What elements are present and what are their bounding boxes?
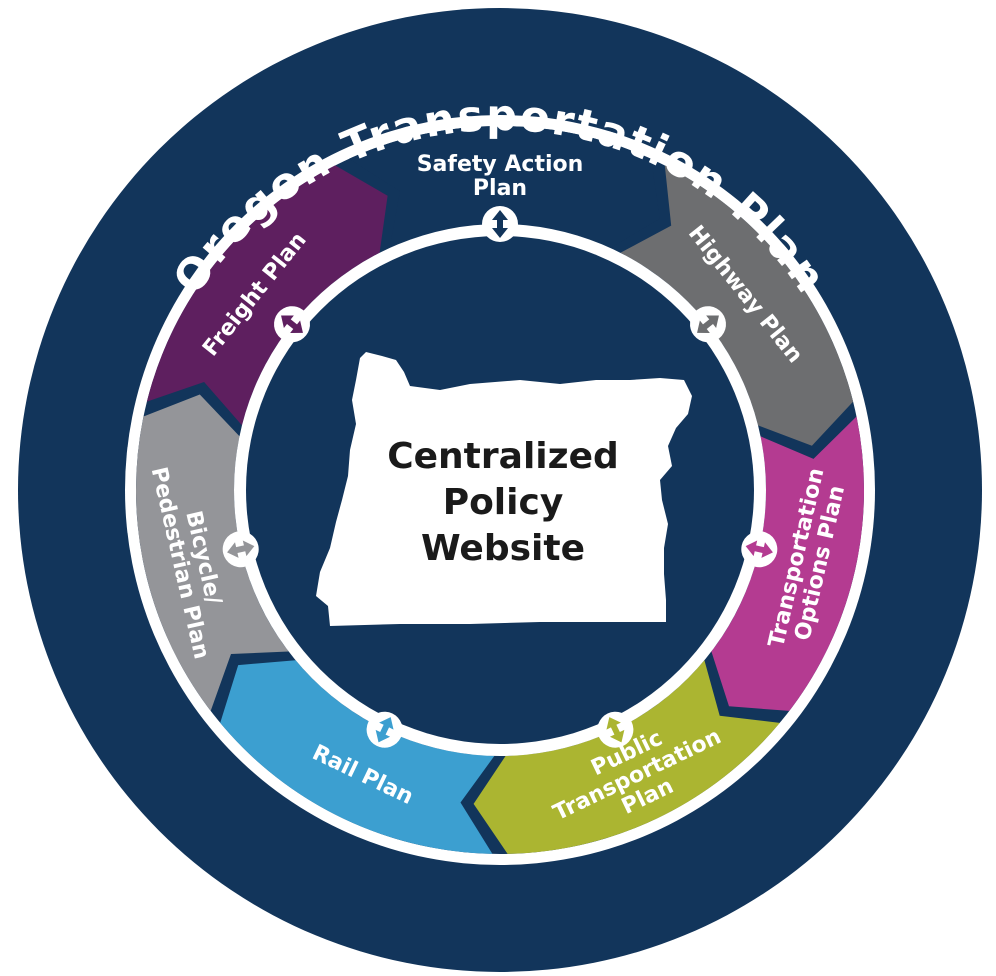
double-arrow-icon	[482, 206, 518, 242]
segment-public-transportation	[473, 660, 780, 854]
connectors	[222, 206, 778, 748]
center-line-2: Policy	[443, 482, 564, 523]
double-arrow-shape	[697, 315, 719, 333]
double-arrow-shape	[375, 717, 394, 743]
double-arrow-icon	[741, 531, 778, 568]
segment-safety	[349, 126, 660, 248]
segment-rail	[220, 660, 495, 854]
double-arrow-icon	[690, 306, 726, 343]
center-title: Centralized Policy Website	[387, 436, 619, 569]
center-line-1: Centralized	[387, 436, 619, 477]
double-arrow-icon	[597, 711, 634, 748]
segment-transportation-options	[711, 416, 864, 711]
double-arrow-shape	[492, 210, 508, 238]
double-arrow-shape	[606, 717, 625, 743]
segment-highway	[620, 165, 854, 446]
double-arrow-shape	[745, 540, 773, 558]
center-line-3: Website	[421, 528, 585, 569]
segment-bicycle-pedestrian	[136, 394, 289, 711]
double-arrow-shape	[227, 540, 255, 558]
segment-freight	[146, 165, 388, 426]
double-arrow-icon	[366, 711, 403, 748]
plan-segments	[136, 126, 864, 854]
double-arrow-shape	[281, 315, 303, 333]
segment-label-line: Safety Action	[417, 152, 584, 177]
segment-label-line: Plan	[473, 176, 527, 201]
oregon-map-icon	[316, 352, 692, 626]
double-arrow-icon	[222, 531, 259, 568]
double-arrow-icon	[274, 306, 310, 343]
